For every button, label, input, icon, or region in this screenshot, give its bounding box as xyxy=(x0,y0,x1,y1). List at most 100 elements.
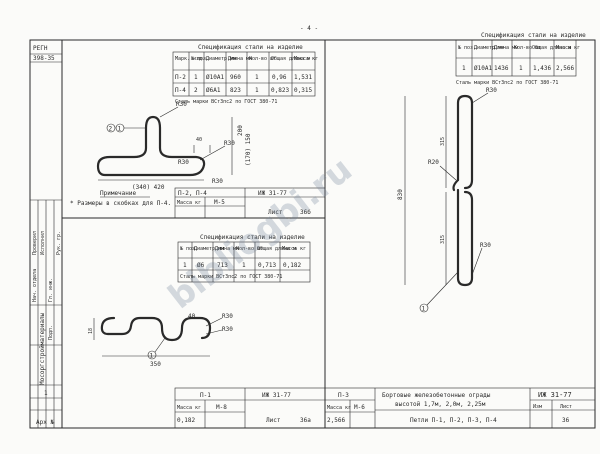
svg-text:П-4: П-4 xyxy=(175,87,186,94)
title-line-1: Бортовые железобетонные ограды xyxy=(382,392,491,399)
podp-label: Подп. xyxy=(48,325,54,340)
svg-text:Ø6А1: Ø6А1 xyxy=(206,87,221,94)
svg-text:П-1: П-1 xyxy=(200,392,211,399)
svg-text:823: 823 xyxy=(230,87,241,94)
spec-note-p1: Сталь марки ВСт3пс2 по ГОСТ 380-71 xyxy=(180,274,282,280)
stamp-p24: П-2, П-4 ИЖ 31-77 Масса кг М-5 Лист 36б xyxy=(174,187,326,219)
svg-text:1: 1 xyxy=(255,87,259,94)
inv-label: Арх № xyxy=(36,419,54,426)
svg-text:Длина мм: Длина мм xyxy=(494,45,518,51)
svg-text:№ поз.: № поз. xyxy=(191,56,209,62)
svg-text:0,823: 0,823 xyxy=(271,87,289,94)
svg-text:36: 36 xyxy=(562,417,570,424)
svg-text:1: 1 xyxy=(462,65,466,72)
spec-title-p3: Спецификация стали на изделие xyxy=(481,32,586,39)
spec-title-p1: Спецификация стали на изделие xyxy=(200,234,305,241)
svg-text:2,566: 2,566 xyxy=(327,417,345,424)
svg-text:960: 960 xyxy=(230,74,241,81)
svg-text:1,531: 1,531 xyxy=(294,74,312,81)
loop-rebar-p2 xyxy=(96,115,206,177)
svg-text:Кол-во шт: Кол-во шт xyxy=(236,246,263,252)
spec-title-p2: Спецификация стали на изделие xyxy=(198,44,303,51)
svg-text:Марк. изд.: Марк. изд. xyxy=(175,56,205,62)
svg-text:Ø10А1: Ø10А1 xyxy=(206,74,224,81)
svg-text:1436: 1436 xyxy=(494,65,509,72)
svg-text:Лист: Лист xyxy=(268,209,283,216)
svg-text:2,566: 2,566 xyxy=(556,65,574,72)
position-2: 2 xyxy=(109,126,113,133)
inv-num: 1 xyxy=(44,390,48,397)
loop-top-p3 xyxy=(456,94,474,190)
svg-text:0,96: 0,96 xyxy=(272,74,287,81)
svg-text:М-6: М-6 xyxy=(354,404,365,411)
svg-text:Масса кг: Масса кг xyxy=(327,405,351,411)
position-1: 1 xyxy=(118,126,122,133)
page-mark: - 4 - xyxy=(300,25,318,32)
table-row: П-2 1 Ø10А1 960 1 0,96 1,531 xyxy=(175,74,312,81)
loop-rebar-p1 xyxy=(106,316,212,342)
stamp-p1: П-1 ИЖ 31-77 Масса кг М-8 0,182 Лист 36а xyxy=(174,387,326,429)
svg-text:Масса кг: Масса кг xyxy=(294,56,318,62)
svg-text:R30: R30 xyxy=(212,178,223,185)
svg-text:М-5: М-5 xyxy=(214,199,225,206)
table-row: П-4 2 Ø6А1 823 1 0,823 0,315 xyxy=(175,87,312,94)
svg-text:(170) 150: (170) 150 xyxy=(245,133,252,166)
svg-text:1,436: 1,436 xyxy=(533,65,551,72)
svg-text:R30: R30 xyxy=(176,101,187,108)
table-row: 1 Ø6 713 1 0,713 0,182 xyxy=(183,262,301,269)
regnum-label: РЕГН xyxy=(33,45,48,52)
svg-text:Лист: Лист xyxy=(560,404,572,410)
drawing-p2: R30 R30 R30 40 200 (170) 150 (340) 420 R… xyxy=(70,101,252,207)
inner-frame xyxy=(61,39,596,429)
note-text: * Размеры в скобках для П-4. xyxy=(70,200,171,207)
svg-text:1: 1 xyxy=(183,262,187,269)
spec-table-p3: Спецификация стали на изделие № поз. Диа… xyxy=(455,32,586,86)
drawing-p1: 40 R30 R30 18 350 1 xyxy=(88,313,233,368)
svg-text:18: 18 xyxy=(88,328,94,334)
title-line-2: высотой 1,7м, 2,0м, 2,25м xyxy=(395,401,486,408)
svg-text:Общая длина м: Общая длина м xyxy=(257,245,296,252)
svg-text:1: 1 xyxy=(242,262,246,269)
stamp-p3: П-3 Масса кг М-6 2,566 Бортовые железобе… xyxy=(324,387,596,429)
svg-text:40: 40 xyxy=(188,313,196,320)
svg-text:Общая длина м: Общая длина м xyxy=(271,55,310,62)
svg-text:830: 830 xyxy=(397,189,404,200)
company-name: Мосоргстройматериалы xyxy=(39,312,46,385)
svg-text:315: 315 xyxy=(440,235,446,244)
svg-text:36а: 36а xyxy=(300,417,311,424)
svg-text:0,713: 0,713 xyxy=(258,262,276,269)
svg-text:Диаметр мм: Диаметр мм xyxy=(206,56,236,62)
details-line: Петли П-1, П-2, П-3, П-4 xyxy=(410,417,497,424)
svg-text:2: 2 xyxy=(194,87,198,94)
svg-text:R30: R30 xyxy=(486,87,497,94)
svg-text:П-3: П-3 xyxy=(338,392,349,399)
svg-text:П-2, П-4: П-2, П-4 xyxy=(178,190,207,197)
svg-text:713: 713 xyxy=(217,262,228,269)
svg-text:Общая длина м: Общая длина м xyxy=(532,44,571,51)
svg-text:Лист: Лист xyxy=(266,417,281,424)
svg-text:350: 350 xyxy=(150,361,161,368)
svg-text:П-2: П-2 xyxy=(175,74,186,81)
svg-text:36б: 36б xyxy=(300,209,311,216)
svg-text:R30: R30 xyxy=(222,313,233,320)
spec-table-p2: Спецификация стали на изделие Марк. изд.… xyxy=(172,44,318,105)
svg-text:Диаметр мм: Диаметр мм xyxy=(194,246,224,252)
svg-text:1: 1 xyxy=(194,74,198,81)
svg-text:М-8: М-8 xyxy=(216,404,227,411)
outer-frame xyxy=(29,39,596,429)
svg-text:R30: R30 xyxy=(480,242,491,249)
note-title: Примечание xyxy=(100,190,137,197)
svg-text:Кол-во шт: Кол-во шт xyxy=(514,45,541,51)
svg-text:ИЖ 31-77: ИЖ 31-77 xyxy=(538,391,572,399)
svg-text:Масса кг: Масса кг xyxy=(282,246,306,252)
svg-text:Длина мм: Длина мм xyxy=(215,246,239,252)
svg-text:Диаметр мм: Диаметр мм xyxy=(474,45,504,51)
regnum-value: 398-35 xyxy=(33,55,55,62)
staff-3: Рук. гр. xyxy=(56,231,62,255)
position-1-p1: 1 xyxy=(150,353,154,360)
svg-text:ИЖ 31-77: ИЖ 31-77 xyxy=(262,392,291,399)
svg-text:Масса кг: Масса кг xyxy=(177,405,201,411)
svg-text:Изм: Изм xyxy=(533,404,542,410)
